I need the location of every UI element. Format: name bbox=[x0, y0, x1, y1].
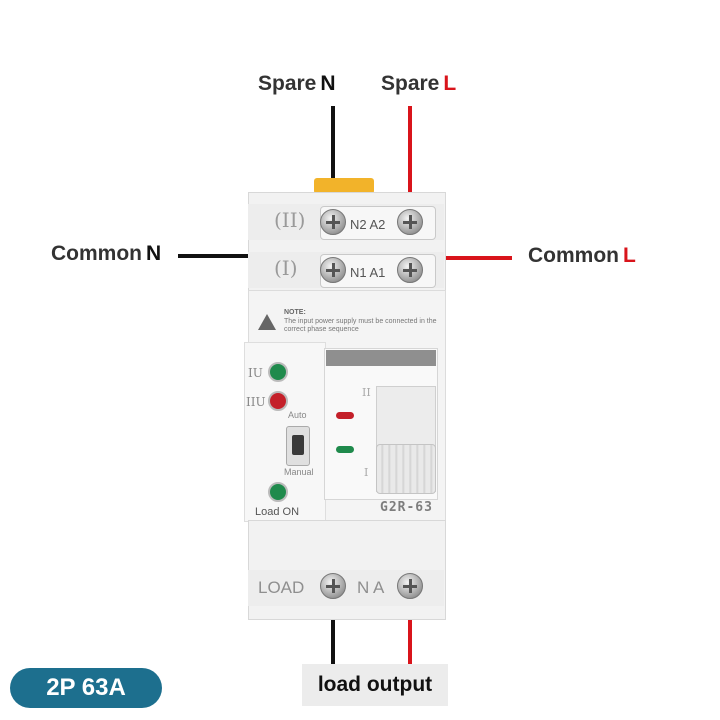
mode-switch-knob bbox=[292, 435, 304, 455]
mode-auto-label: Auto bbox=[288, 410, 307, 420]
load-on-led-icon bbox=[268, 482, 288, 502]
load-label: LOAD bbox=[258, 578, 305, 597]
indicator-2u-label: IIU bbox=[246, 395, 266, 409]
common-l-letter: L bbox=[623, 244, 636, 267]
source1-led-icon bbox=[268, 362, 288, 382]
source1-terminal-text: N1 A1 bbox=[350, 265, 386, 280]
handle-top-numeral: II bbox=[362, 386, 371, 399]
mode-switch[interactable] bbox=[286, 426, 310, 466]
load-on-label: Load ON bbox=[255, 506, 300, 518]
din-clip bbox=[314, 178, 374, 194]
load-output-label: load output bbox=[302, 664, 448, 706]
source2-numeral: (II) bbox=[274, 208, 306, 232]
handle-bottom-numeral: I bbox=[364, 466, 369, 479]
rating-badge: 2P 63A bbox=[10, 668, 162, 708]
source2-led-icon bbox=[268, 391, 288, 411]
load-n-screw-icon[interactable] bbox=[320, 573, 346, 599]
common-l-word: Common bbox=[528, 244, 619, 267]
n2-screw-icon[interactable] bbox=[320, 209, 346, 235]
a2-screw-icon[interactable] bbox=[397, 209, 423, 235]
indicator-1u-label: IU bbox=[248, 366, 263, 380]
operating-handle[interactable] bbox=[376, 444, 436, 494]
common-n-letter: N bbox=[146, 242, 162, 265]
load-terminal-text: N A bbox=[357, 578, 385, 597]
load-a-screw-icon[interactable] bbox=[397, 573, 423, 599]
status-display bbox=[326, 350, 436, 366]
source1-numeral: (I) bbox=[274, 256, 298, 280]
source2-terminal-text: N2 A2 bbox=[350, 217, 386, 232]
a1-screw-icon[interactable] bbox=[397, 257, 423, 283]
note-text: The input power supply must be connected… bbox=[284, 318, 437, 333]
model-label: G2R-63 bbox=[380, 500, 433, 515]
note-title: NOTE: bbox=[284, 309, 306, 316]
spare-n-word: Spare bbox=[258, 72, 317, 95]
status-red-led-icon bbox=[336, 412, 354, 419]
status-green-led-icon bbox=[336, 446, 354, 453]
spare-l-letter: L bbox=[443, 72, 457, 95]
n1-screw-icon[interactable] bbox=[320, 257, 346, 283]
mode-manual-label: Manual bbox=[284, 467, 314, 477]
spare-n-letter: N bbox=[320, 72, 336, 95]
warning-icon bbox=[258, 314, 276, 330]
common-n-word: Common bbox=[51, 242, 142, 265]
transfer-switch: (II) (I) N2 A2 N1 A1 NOTE: The input pow… bbox=[240, 178, 452, 620]
spare-l-word: Spare bbox=[381, 72, 440, 95]
